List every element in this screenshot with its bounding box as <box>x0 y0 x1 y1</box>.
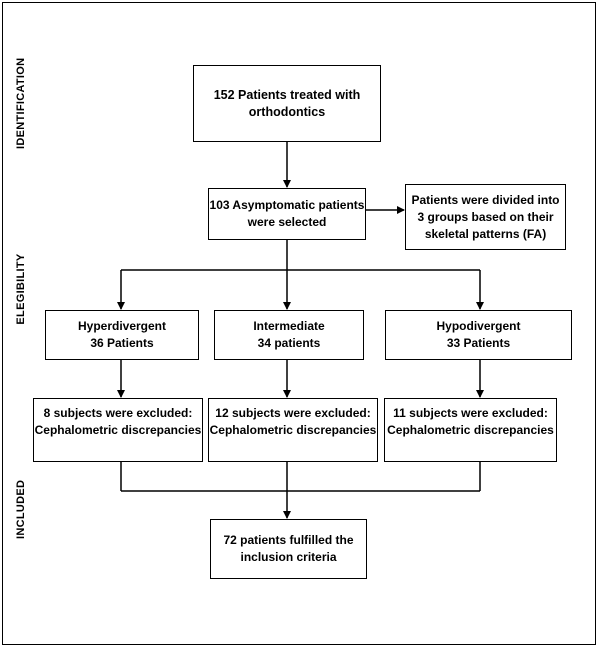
box-line: Patients were divided into <box>411 192 560 207</box>
box-line: Cephalometric discrepancies <box>209 423 377 437</box>
box-asymptomatic-selected: 103 Asymptomatic patients were selected <box>208 188 366 240</box>
box-line: orthodontics <box>248 104 326 119</box>
box-line: 33 Patients <box>446 336 511 350</box>
box-hypodivergent: Hypodivergent 33 Patients <box>385 310 572 360</box>
box-line: 12 subjects were excluded: <box>215 406 371 420</box>
box-line: Intermediate <box>253 319 325 333</box>
box-intermediate: Intermediate 34 patients <box>214 310 364 360</box>
box-line: 36 Patients <box>90 336 154 350</box>
box-line: 11 subjects were excluded: <box>393 406 548 420</box>
box-divided-groups: Patients were divided into 3 groups base… <box>405 184 566 250</box>
box-line: were selected <box>247 215 327 229</box>
box-excluded-intermediate: 12 subjects were excluded: Cephalometric… <box>208 398 378 462</box>
box-line: Hyperdivergent <box>77 319 167 333</box>
box-line: skeletal patterns (FA) <box>424 226 547 241</box>
box-line: 8 subjects were excluded: <box>43 406 193 420</box>
box-line: 72 patients fulfilled the <box>223 533 354 547</box>
box-inclusion-fulfilled: 72 patients fulfilled the inclusion crit… <box>210 519 367 579</box>
box-line: 34 patients <box>257 336 321 350</box>
box-excluded-hypodivergent: 11 subjects were excluded: Cephalometric… <box>384 398 557 462</box>
box-line: Cephalometric discrepancies <box>34 423 202 437</box>
box-patients-treated: 152 Patients treated with orthodontics <box>193 65 381 142</box>
box-excluded-hyperdivergent: 8 subjects were excluded: Cephalometric … <box>33 398 203 462</box>
box-line: inclusion criteria <box>240 550 337 564</box>
box-line: 3 groups based on their <box>417 209 554 224</box>
side-label-included: INCLUDED <box>15 479 27 539</box>
side-label-identification: IDENTIFICATION <box>15 57 27 149</box>
box-line: Cephalometric discrepancies <box>387 423 554 437</box>
box-line: 103 Asymptomatic patients <box>209 198 365 212</box>
box-hyperdivergent: Hyperdivergent 36 Patients <box>45 310 199 360</box>
box-line: 152 Patients treated with <box>213 87 361 102</box>
side-label-elegibility: ELEGIBILITY <box>15 253 27 325</box>
box-line: Hypodivergent <box>436 319 521 333</box>
